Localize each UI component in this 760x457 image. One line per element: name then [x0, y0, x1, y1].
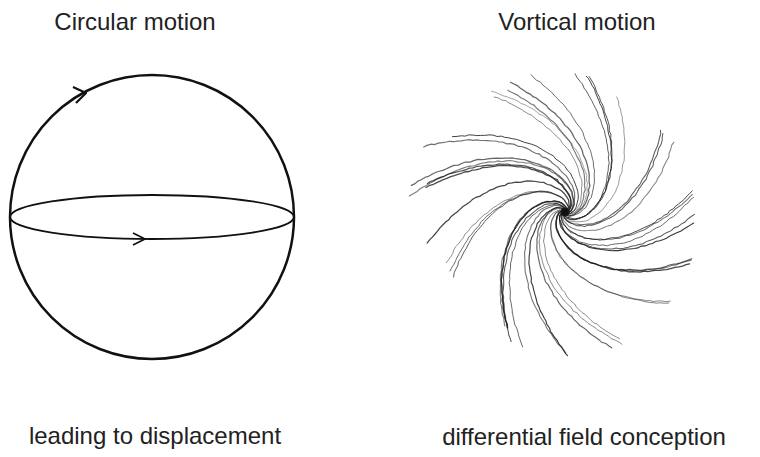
- vortex-arm: [501, 201, 567, 328]
- vortex-arm: [529, 207, 568, 355]
- vortex-arm: [544, 210, 620, 339]
- figure-title: Circular motion: [54, 8, 215, 37]
- vortex-arm: [551, 210, 671, 302]
- vortex-figure: [409, 74, 694, 356]
- sphere-figure: [10, 75, 294, 359]
- vortex-arm: [531, 75, 594, 217]
- vortex-arm: [556, 210, 692, 270]
- vortex-arm: [560, 212, 694, 250]
- vortex-arm: [561, 191, 692, 240]
- vortex-arm: [501, 202, 567, 328]
- vortex-arm: [537, 207, 612, 348]
- sphere-outline: [10, 75, 294, 359]
- vortex-arm: [556, 211, 691, 271]
- vortex-arm: [551, 210, 669, 303]
- vortex-arm: [446, 191, 568, 262]
- vortex-arm: [564, 76, 612, 219]
- vortex-arm: [494, 97, 582, 214]
- vortex-arm: [556, 211, 690, 272]
- vortex-arm: [559, 197, 693, 245]
- figure-caption: leading to displacement: [29, 422, 281, 451]
- motion-arrowhead: [73, 87, 86, 103]
- figure-title: Vortical motion: [498, 8, 655, 37]
- vortex-arm: [492, 91, 588, 216]
- motion-arrowhead: [133, 233, 145, 245]
- vortex-arm: [539, 208, 622, 344]
- vortex-arm: [500, 201, 567, 326]
- vortex-core: [561, 208, 569, 216]
- vortex-arm: [450, 191, 568, 271]
- equator-ellipse: [10, 195, 294, 239]
- figure-caption: differential field conception: [442, 423, 726, 452]
- vortex-arm: [565, 77, 613, 220]
- vortex-arm: [562, 142, 673, 230]
- vortex-arm: [564, 133, 663, 226]
- vortex-arm: [503, 203, 566, 341]
- vortex-arm: [563, 97, 625, 222]
- vortex-arm: [525, 205, 566, 353]
